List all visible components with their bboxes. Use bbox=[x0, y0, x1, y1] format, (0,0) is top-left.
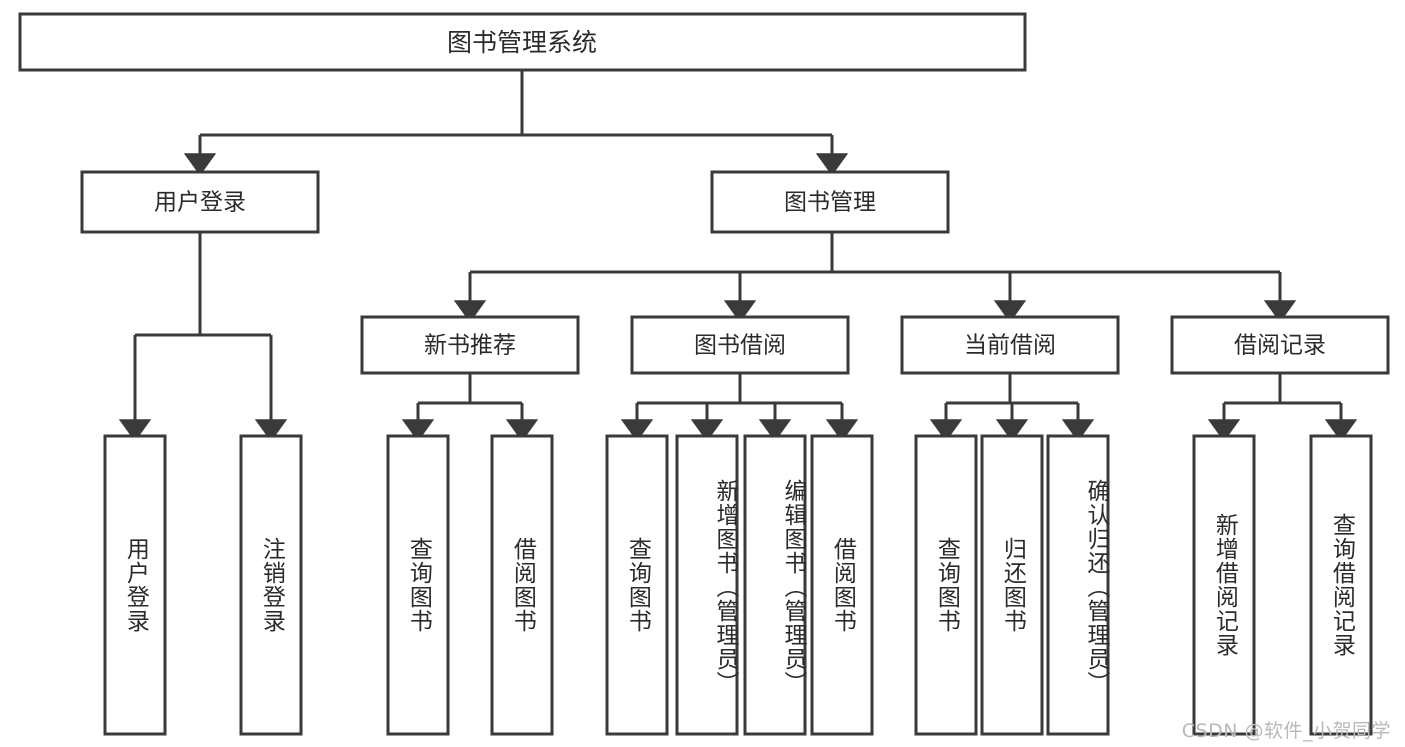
leaf-box-new-book-1[interactable] bbox=[490, 434, 554, 736]
connector-new-book-to-leaves bbox=[401, 373, 539, 442]
connector-borrow-record-to-leaves bbox=[1207, 373, 1358, 442]
node-borrow-record-label: 借阅记录 bbox=[1234, 333, 1326, 359]
connector-book-mgmt-to-level3 bbox=[453, 232, 1297, 323]
node-root-label: 图书管理系统 bbox=[447, 28, 597, 57]
leaf-box-current-borrow-2[interactable] bbox=[1046, 434, 1110, 736]
node-user-login-label: 用户登录 bbox=[154, 190, 246, 216]
node-book-borrow[interactable]: 图书借阅 bbox=[630, 315, 850, 375]
leaf-box-new-book-0[interactable] bbox=[386, 434, 450, 736]
node-current-borrow-label: 当前借阅 bbox=[964, 333, 1056, 359]
leaf-box-borrow-record-1[interactable] bbox=[1309, 434, 1373, 736]
leaf-box-current-borrow-0[interactable] bbox=[914, 434, 978, 736]
leaf-box-book-borrow-0[interactable] bbox=[605, 434, 669, 736]
node-new-book-recommend[interactable]: 新书推荐 bbox=[360, 315, 580, 375]
node-new-book-recommend-label: 新书推荐 bbox=[424, 333, 516, 359]
leaf-box-book-borrow-2[interactable] bbox=[743, 434, 807, 736]
connector-book-borrow-to-leaves bbox=[620, 373, 859, 442]
leaf-box-book-borrow-3[interactable] bbox=[810, 434, 874, 736]
leaf-box-book-borrow-1[interactable] bbox=[675, 434, 739, 736]
leaf-box-current-borrow-1[interactable] bbox=[980, 434, 1044, 736]
leaf-box-borrow-record-0[interactable] bbox=[1192, 434, 1256, 736]
connector-root-to-level2 bbox=[183, 70, 849, 176]
csdn-watermark: CSDN @软件_小贺同学 bbox=[1181, 720, 1391, 742]
node-book-borrow-label: 图书借阅 bbox=[694, 333, 786, 359]
node-user-login[interactable]: 用户登录 bbox=[80, 170, 320, 234]
connector-current-borrow-to-leaves bbox=[929, 373, 1095, 442]
node-book-management-label: 图书管理 bbox=[784, 190, 876, 216]
leaf-box-user-login-0[interactable] bbox=[103, 434, 167, 736]
node-root-book-management-system[interactable]: 图书管理系统 bbox=[18, 12, 1027, 72]
node-borrow-record[interactable]: 借阅记录 bbox=[1170, 315, 1390, 375]
connector-user-login-to-leaves bbox=[118, 232, 288, 442]
node-book-management[interactable]: 图书管理 bbox=[710, 170, 950, 234]
leaf-box-user-login-1[interactable] bbox=[239, 434, 303, 736]
node-current-borrow[interactable]: 当前借阅 bbox=[900, 315, 1120, 375]
